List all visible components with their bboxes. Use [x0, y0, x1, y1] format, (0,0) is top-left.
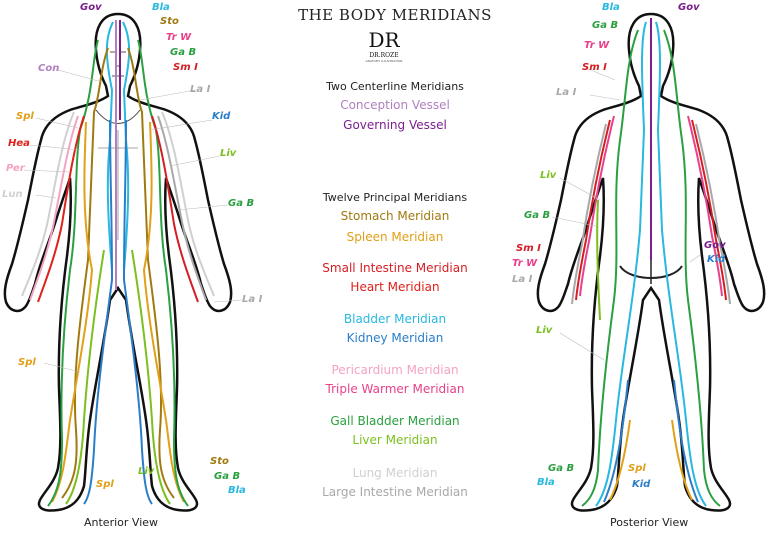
anterior-label-spl-leg: Spl [18, 357, 36, 368]
legend-item-large-intestine: Large Intestine Meridian [322, 485, 468, 499]
brand-name: DR.ROZE [369, 52, 399, 59]
anterior-label-con: Con [38, 63, 60, 74]
posterior-label-sm-i-hand: Sm I [516, 243, 541, 254]
legend-item-bladder: Bladder Meridian [343, 312, 447, 326]
legend-item-kidney: Kidney Meridian [346, 331, 444, 345]
posterior-label-spl-foot: Spl [628, 463, 646, 474]
posterior-label-ga-b-foot: Ga B [548, 463, 575, 474]
principal-heading: Twelve Principal Meridians [322, 191, 468, 204]
posterior-label-gov: Gov [678, 2, 700, 13]
anterior-label-spl-foot: Spl [96, 479, 114, 490]
chart-title: THE BODY MERIDIANS [298, 6, 492, 24]
anterior-label-gov: Gov [80, 2, 102, 13]
legend-item-small-intestine: Small Intestine Meridian [322, 261, 468, 275]
anterior-label-sm-i: Sm I [173, 62, 198, 73]
anterior-label-la-i: La I [190, 84, 211, 95]
anterior-label-la-i-hand: La I [242, 294, 263, 305]
posterior-view-caption: Posterior View [610, 516, 689, 529]
leader-lines [23, 67, 701, 373]
legend-item-liver: Liver Meridian [352, 433, 438, 447]
anterior-view-caption: Anterior View [84, 516, 159, 529]
anterior-label-tr-w: Tr W [166, 32, 192, 43]
legend-item-gall-bladder: Gall Bladder Meridian [330, 414, 460, 428]
anterior-label-ga-b-foot: Ga B [214, 471, 241, 482]
anterior-figure [3, 12, 233, 512]
anterior-label-ga-b: Ga B [170, 47, 197, 58]
posterior-label-kid-hip: Kid [707, 254, 726, 265]
posterior-label-tr-w: Tr W [584, 40, 610, 51]
posterior-label-ga-b: Ga B [592, 20, 619, 31]
anterior-label-per: Per [6, 163, 25, 174]
legend-item-triple-warmer: Triple Warmer Meridian [325, 382, 465, 396]
posterior-label-la-i: La I [556, 87, 577, 98]
posterior-label-sm-i: Sm I [582, 62, 607, 73]
legend-item-conception-vessel: Conception Vessel [340, 98, 450, 112]
anterior-label-lun: Lun [2, 189, 23, 200]
posterior-figure [536, 12, 766, 512]
anterior-label-spl: Spl [16, 111, 34, 122]
anterior-label-liv-foot: Liv [138, 466, 155, 477]
legend-item-heart: Heart Meridian [350, 280, 440, 294]
anterior-label-liv: Liv [220, 148, 237, 159]
posterior-label-liv-leg: Liv [536, 325, 553, 336]
legend-item-pericardium: Pericardium Meridian [331, 363, 459, 377]
posterior-label-liv: Liv [540, 170, 557, 181]
brand-monogram: DR [368, 28, 400, 52]
centerline-heading: Two Centerline Meridians [326, 80, 464, 93]
posterior-label-bla: Bla [602, 2, 620, 13]
brand-logo: DR DR.ROZE ANATOMY ILLUSTRATION [363, 28, 405, 66]
posterior-label-tr-w-hand: Tr W [512, 258, 538, 269]
legend-item-stomach: Stomach Meridian [340, 209, 450, 223]
posterior-label-bla-foot: Bla [537, 477, 555, 488]
anterior-label-hea: Hea [8, 138, 30, 149]
anterior-label-bla: Bla [152, 2, 170, 13]
anterior-label-sto-foot: Sto [210, 456, 229, 467]
posterior-label-ga-b-hip: Ga B [524, 210, 551, 221]
posterior-label-gov-hip: Gov [704, 240, 726, 251]
anterior-label-sto: Sto [160, 16, 179, 27]
legend-item-spleen: Spleen Meridian [346, 230, 444, 244]
anterior-label-ga-b-hip: Ga B [228, 198, 255, 209]
brand-tagline: ANATOMY ILLUSTRATION [365, 59, 403, 63]
posterior-label-kid-foot: Kid [632, 479, 651, 490]
anterior-label-bla-foot: Bla [228, 485, 246, 496]
posterior-label-la-i-hand: La I [512, 274, 533, 285]
anterior-label-kid: Kid [212, 111, 231, 122]
legend-item-lung: Lung Meridian [352, 466, 438, 480]
legend-item-governing-vessel: Governing Vessel [343, 118, 447, 132]
